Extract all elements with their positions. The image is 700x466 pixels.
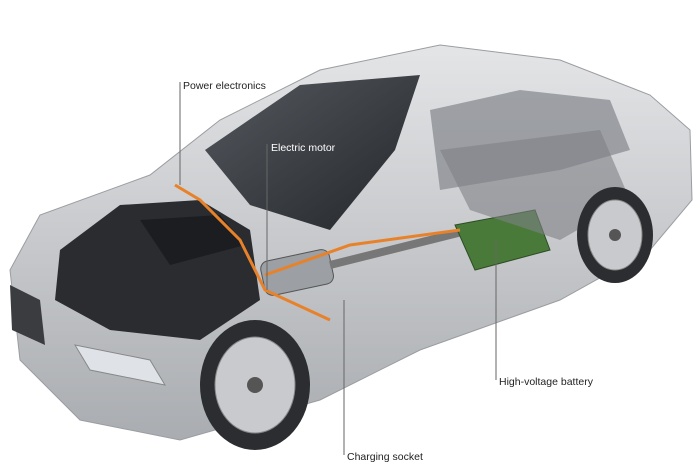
- label-power-electronics: Power electronics: [183, 80, 266, 92]
- label-charging-socket: Charging socket: [347, 451, 423, 463]
- front-wheel: [200, 320, 310, 450]
- windshield: [205, 75, 420, 230]
- orange-cables: [174, 183, 461, 322]
- label-high-voltage-battery: High-voltage battery: [499, 376, 593, 388]
- leader-lines: [179, 82, 497, 455]
- label-electric-motor: Electric motor: [271, 142, 336, 154]
- front-grille: [10, 285, 45, 345]
- rear-wheel: [577, 187, 653, 283]
